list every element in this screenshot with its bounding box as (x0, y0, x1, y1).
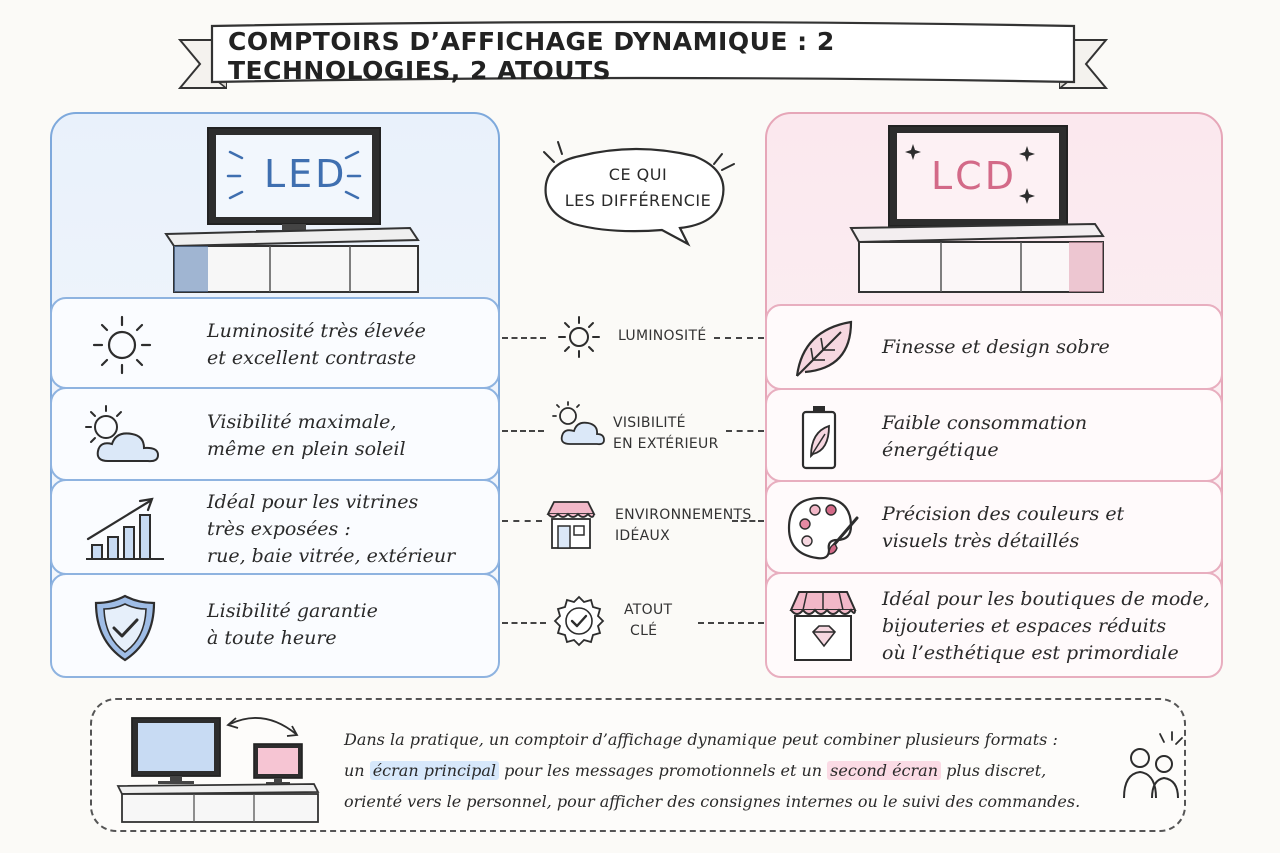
highlight-second-screen: second écran (827, 761, 941, 780)
connector-line (726, 430, 764, 432)
connector-line (502, 430, 544, 432)
dual-screen-illustration (114, 708, 324, 826)
note-text-segment: plus discret, (941, 761, 1047, 780)
sun-cloud-icon (78, 403, 168, 469)
sun-icon (90, 313, 154, 377)
connector-line (732, 520, 764, 522)
highlight-main-screen: écran principal (369, 761, 499, 780)
connector-line (502, 337, 546, 339)
lcd-tv-illustration: LCD (845, 122, 1115, 297)
connector-line (714, 337, 764, 339)
led-screen-label: LED (264, 152, 348, 196)
sun-cloud-icon (548, 400, 606, 448)
bubble-line: CE QUI (608, 165, 668, 184)
title-banner: COMPTOIRS D’AFFICHAGE DYNAMIQUE : 2 TECH… (178, 18, 1108, 98)
led-row-line: Idéal pour les vitrines (207, 491, 419, 513)
speech-bubble: CE QUI LES DIFFÉRENCIE (540, 140, 740, 250)
lcd-row-colors: Précision des couleurs et visuels très d… (765, 480, 1223, 574)
connector-line (502, 520, 542, 522)
note-text-segment: un (344, 761, 370, 780)
leaf-icon (789, 316, 859, 382)
badge-check-icon (552, 594, 606, 648)
usage-note: Dans la pratique, un comptoir d’affichag… (90, 698, 1186, 832)
led-row-line: Luminosité très élevée (207, 320, 426, 342)
lcd-row-consumption: Faible consommation énergétique (765, 388, 1223, 482)
middle-label: VISIBILITÉ (613, 415, 686, 431)
lcd-row-line: Précision des couleurs et (882, 503, 1125, 525)
led-row-line: rue, baie vitrée, extérieur (207, 545, 456, 567)
middle-label: ENVIRONNEMENTS (615, 507, 752, 523)
note-line: orienté vers le personnel, pour afficher… (344, 792, 1081, 811)
storefront-icon (544, 498, 598, 550)
led-row-environments: Idéal pour les vitrines très exposées : … (50, 479, 500, 575)
shield-check-icon (92, 593, 158, 663)
note-text-segment: pour les messages promotionnels et un (499, 761, 828, 780)
note-line: Dans la pratique, un comptoir d’affichag… (344, 730, 1058, 749)
boutique-diamond-icon (785, 588, 861, 664)
bar-chart-arrow-icon (84, 497, 166, 563)
middle-label: EN EXTÉRIEUR (613, 436, 719, 452)
note-line: un écran principal pour les messages pro… (344, 755, 1134, 786)
lcd-row-boutiques: Idéal pour les boutiques de mode, bijout… (765, 572, 1223, 678)
led-row-line: Visibilité maximale, (207, 411, 397, 433)
led-row-visibility: Visibilité maximale, même en plein solei… (50, 387, 500, 481)
page-title: COMPTOIRS D’AFFICHAGE DYNAMIQUE : 2 TECH… (228, 27, 835, 85)
lcd-row-line: Finesse et design sobre (882, 336, 1110, 358)
lcd-row-design: Finesse et design sobre (765, 304, 1223, 390)
bubble-line: LES DIFFÉRENCIE (564, 191, 712, 210)
led-row-key-asset: Lisibilité garantie à toute heure (50, 573, 500, 678)
sun-icon (556, 315, 602, 359)
lcd-screen-label: LCD (931, 154, 1017, 198)
led-row-line: même en plein soleil (207, 438, 406, 460)
people-icon (1118, 728, 1186, 802)
middle-label: IDÉAUX (615, 528, 670, 544)
led-row-line: à toute heure (207, 627, 337, 649)
lcd-row-line: visuels très détaillés (882, 530, 1080, 552)
palette-icon (785, 494, 861, 564)
led-row-line: Lisibilité garantie (207, 600, 378, 622)
battery-leaf-icon (799, 404, 839, 472)
lcd-row-line: énergétique (882, 439, 999, 461)
middle-label: CLÉ (630, 623, 658, 639)
connector-line (698, 622, 764, 624)
lcd-row-line: Idéal pour les boutiques de mode, (882, 588, 1210, 610)
middle-label: LUMINOSITÉ (618, 328, 707, 344)
led-row-line: et excellent contraste (207, 347, 417, 369)
led-row-line: très exposées : (207, 518, 351, 540)
lcd-row-line: où l’esthétique est primordiale (882, 642, 1179, 664)
connector-line (502, 622, 546, 624)
lcd-row-line: Faible consommation (882, 412, 1088, 434)
lcd-row-line: bijouteries et espaces réduits (882, 615, 1167, 637)
led-tv-illustration: LED (160, 122, 430, 297)
led-row-brightness: Luminosité très élevée et excellent cont… (50, 297, 500, 389)
middle-label: ATOUT (624, 602, 673, 618)
